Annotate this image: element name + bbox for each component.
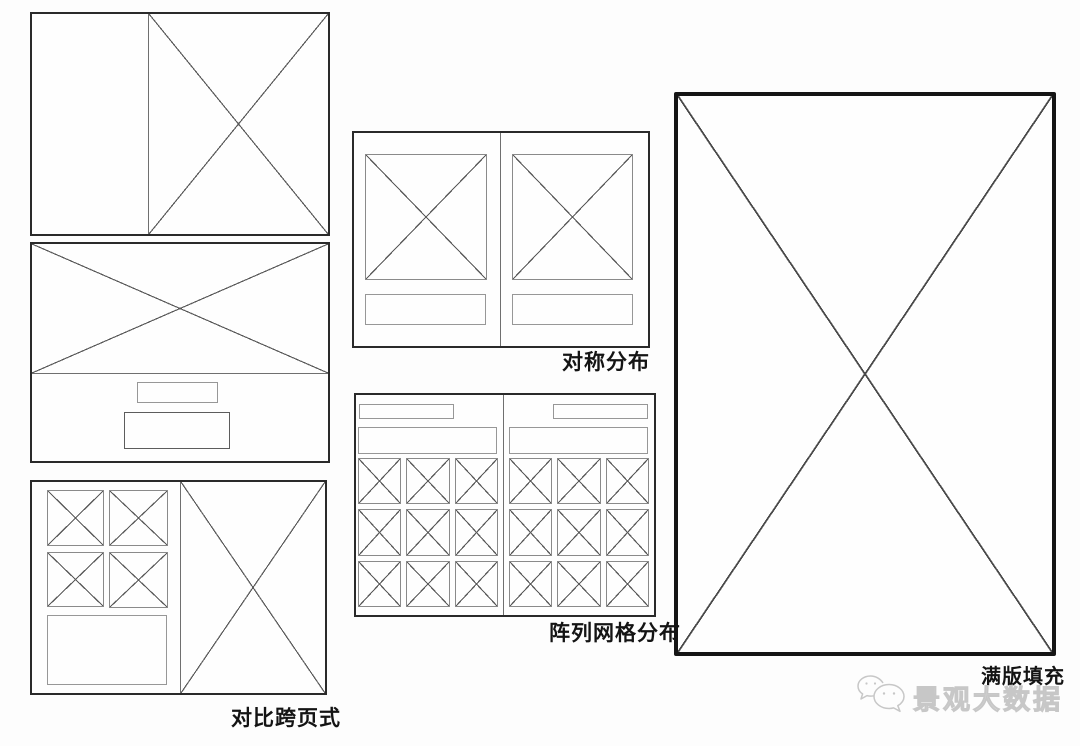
divider-line — [148, 14, 149, 234]
image-placeholder — [454, 458, 498, 505]
thumbnail-grid — [358, 458, 498, 607]
caption-block — [365, 294, 486, 325]
title-block — [553, 404, 648, 419]
label-grid-array: 阵列网格分布 — [549, 622, 681, 645]
image-placeholder — [605, 509, 649, 556]
label-symmetric: 对称分布 — [562, 351, 650, 374]
wireframe-panel-symmetric-spread — [352, 131, 650, 348]
image-placeholder — [149, 14, 328, 234]
image-placeholder — [605, 560, 649, 607]
wireframe-panel-contrast-spread — [30, 480, 327, 695]
image-placeholder — [605, 458, 649, 505]
image-placeholder — [358, 560, 402, 607]
watermark: 景观大数据 — [856, 674, 1063, 720]
image-placeholder — [557, 560, 601, 607]
divider-line — [180, 482, 181, 693]
title-block — [359, 404, 454, 419]
image-placeholder — [406, 458, 450, 505]
image-placeholder — [509, 458, 553, 505]
image-placeholder — [454, 560, 498, 607]
chat-bubbles-logo-icon — [857, 675, 905, 713]
image-placeholder — [47, 490, 104, 546]
text-block — [137, 382, 218, 403]
image-placeholder — [454, 509, 498, 556]
image-placeholder — [557, 509, 601, 556]
image-placeholder — [109, 552, 168, 608]
text-block — [124, 412, 230, 449]
image-placeholder — [512, 154, 633, 280]
image-placeholder — [109, 490, 168, 546]
thumbnail-grid — [509, 458, 649, 607]
label-contrast-spread: 对比跨页式 — [231, 707, 341, 730]
watermark-text: 景观大数据 — [913, 684, 1063, 715]
caption-block — [512, 294, 633, 325]
divider-line — [32, 373, 328, 374]
image-placeholder — [358, 458, 402, 505]
label-full-bleed: 满版填充 — [981, 666, 1065, 688]
image-placeholder — [406, 509, 450, 556]
image-placeholder — [678, 96, 1052, 652]
image-placeholder — [358, 509, 402, 556]
spread-center-line — [503, 395, 504, 615]
image-placeholder — [406, 560, 450, 607]
image-placeholder — [509, 560, 553, 607]
wireframe-panel-full-bleed — [674, 92, 1056, 656]
image-placeholder — [32, 244, 328, 373]
image-placeholder — [509, 509, 553, 556]
text-block — [358, 427, 497, 454]
text-block — [509, 427, 648, 454]
wireframe-panel-grid-array — [354, 393, 656, 617]
image-placeholder — [47, 552, 104, 607]
wireframe-panel-hero — [30, 242, 330, 463]
text-block — [47, 615, 167, 685]
image-placeholder — [557, 458, 601, 505]
image-placeholder — [365, 154, 487, 280]
wireframe-panel-split — [30, 12, 330, 236]
image-placeholder — [181, 482, 325, 693]
spread-center-line — [500, 133, 501, 346]
